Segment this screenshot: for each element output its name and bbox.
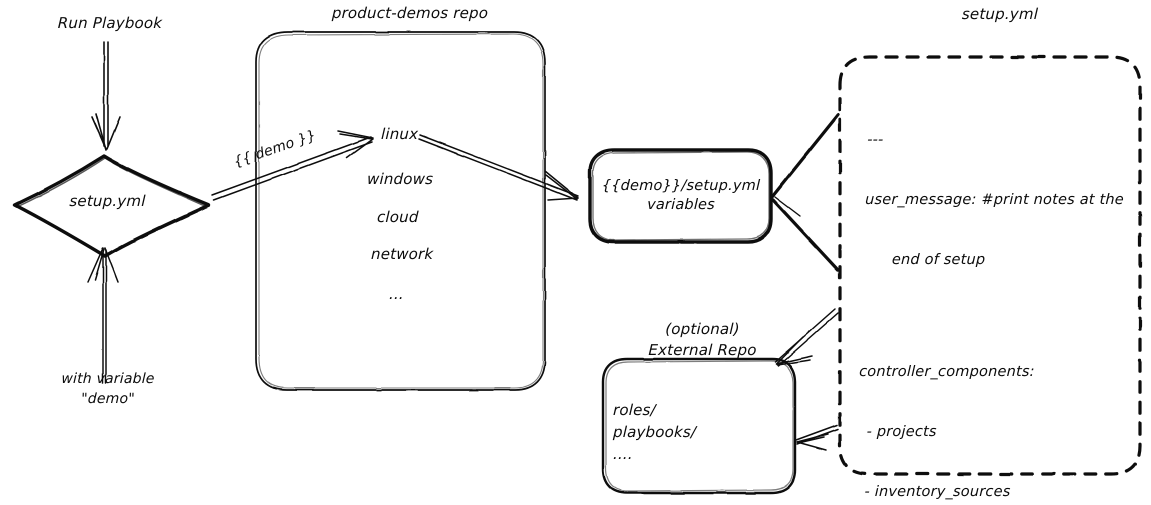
shape-external-repo bbox=[601, 357, 797, 495]
shape-product-demos-repo-sketch bbox=[258, 33, 544, 389]
arrow-demo-variable bbox=[211, 130, 374, 201]
external-repo-item-playbooks: playbooks/ bbox=[612, 423, 697, 441]
external-repo-title-line2: External Repo bbox=[648, 341, 757, 359]
setup-yml-panel-title: setup.yml bbox=[961, 5, 1039, 23]
shape-decision-setup-yml-sketch bbox=[16, 157, 208, 258]
decision-setup-yml-label: setup.yml bbox=[69, 192, 146, 210]
setup-yml-panel-content: --- user_message: #print notes at the en… bbox=[827, 90, 1151, 505]
yml-line: user_message: #print notes at the bbox=[864, 192, 1125, 208]
vars-node-label-line1: {{demo}}/setup.yml bbox=[601, 178, 761, 194]
repo-item-windows: windows bbox=[366, 170, 434, 188]
yml-line: controller_components: bbox=[858, 364, 1036, 380]
arrow-panel-to-vars-lower bbox=[771, 198, 840, 272]
repo-item-ellipsis: ... bbox=[388, 285, 405, 303]
repo-item-cloud: cloud bbox=[376, 208, 419, 226]
yml-line: - projects bbox=[856, 424, 937, 440]
arrow-projects-to-external-repo bbox=[774, 308, 839, 367]
arrow-panel-to-vars-joint bbox=[774, 196, 801, 217]
shape-product-demos-repo bbox=[255, 31, 546, 391]
yml-line: end of setup bbox=[862, 252, 986, 268]
external-repo-title-line1: (optional) bbox=[664, 320, 741, 338]
repo-item-network: network bbox=[370, 245, 434, 263]
yml-line: --- bbox=[866, 132, 884, 148]
repo-item-linux: linux bbox=[380, 125, 419, 143]
shape-vars-node bbox=[588, 148, 773, 244]
product-demos-repo-title: product-demos repo bbox=[331, 4, 489, 22]
external-repo-item-roles: roles/ bbox=[612, 401, 657, 419]
arrow-job-templates-to-external-repo bbox=[795, 424, 839, 451]
with-variable-label-line1: with variable bbox=[61, 371, 155, 387]
run-playbook-label: Run Playbook bbox=[57, 14, 163, 32]
shape-external-repo-sketch bbox=[605, 360, 794, 492]
shape-setup-yml-panel bbox=[838, 55, 1142, 476]
arrow-panel-to-vars-upper bbox=[770, 113, 840, 199]
arrow-run-playbook bbox=[91, 41, 121, 151]
yml-line: - inventory_sources bbox=[854, 484, 1011, 500]
shape-vars-node-sketch bbox=[592, 151, 770, 241]
arrow-linux-to-vars bbox=[418, 134, 579, 201]
yml-spacer bbox=[861, 310, 1151, 322]
vars-node-label-line2: variables bbox=[646, 197, 716, 213]
external-repo-item-ellipsis: .... bbox=[612, 445, 634, 463]
with-variable-label-line2: "demo" bbox=[80, 391, 136, 407]
arrow-with-variable bbox=[87, 247, 119, 384]
